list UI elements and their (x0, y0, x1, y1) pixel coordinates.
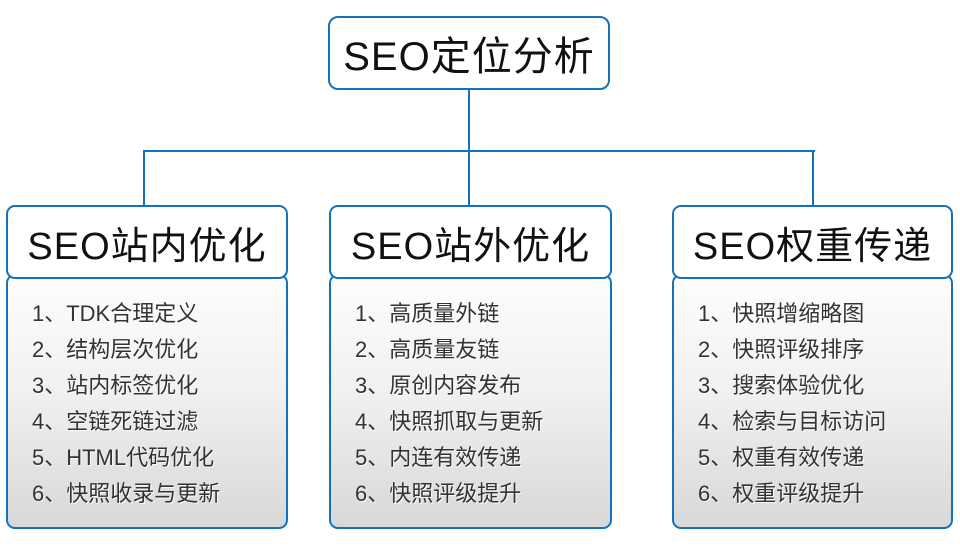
list-item: 5、内连有效传递 (355, 445, 522, 470)
connector-horizontal (143, 150, 815, 152)
list-item: 4、检索与目标访问 (698, 409, 887, 434)
list-item: 3、原创内容发布 (355, 373, 522, 398)
column-panel: 1、高质量外链 2、高质量友链 3、原创内容发布 4、快照抓取与更新 5、内连有… (329, 274, 612, 529)
column-onsite-seo: SEO站内优化 1、TDK合理定义 2、结构层次优化 3、站内标签优化 4、空链… (6, 205, 288, 529)
column-title: SEO站外优化 (350, 225, 591, 268)
list-item: 1、高质量外链 (355, 301, 500, 326)
list-item: 6、快照评级提升 (355, 481, 522, 506)
list-item: 6、权重评级提升 (698, 481, 865, 506)
list-item: 4、快照抓取与更新 (355, 409, 544, 434)
column-panel: 1、快照增缩略图 2、快照评级排序 3、搜索体验优化 4、检索与目标访问 5、权… (672, 274, 953, 529)
list-item: 5、权重有效传递 (698, 445, 865, 470)
list-item: 2、快照评级排序 (698, 337, 865, 362)
list-item: 2、结构层次优化 (32, 337, 199, 362)
column-header: SEO站内优化 (6, 205, 288, 279)
list-item: 1、快照增缩略图 (698, 301, 865, 326)
list-item: 3、搜索体验优化 (698, 373, 865, 398)
connector-root-vertical (468, 90, 470, 152)
list-item: 3、站内标签优化 (32, 373, 199, 398)
column-title: SEO站内优化 (27, 225, 267, 268)
column-title: SEO权重传递 (692, 225, 933, 268)
root-node-label: SEO定位分析 (343, 35, 595, 79)
list-item: 4、空链死链过滤 (32, 409, 199, 434)
column-weight-transfer: SEO权重传递 1、快照增缩略图 2、快照评级排序 3、搜索体验优化 4、检索与… (672, 205, 953, 529)
column-header: SEO权重传递 (672, 205, 953, 279)
connector-drop-center (468, 150, 470, 207)
connector-drop-right (812, 150, 814, 207)
list-item: 6、快照收录与更新 (32, 481, 221, 506)
list-item: 5、HTML代码优化 (32, 445, 215, 470)
column-header: SEO站外优化 (329, 205, 612, 279)
column-offsite-seo: SEO站外优化 1、高质量外链 2、高质量友链 3、原创内容发布 4、快照抓取与… (329, 205, 612, 529)
list-item: 2、高质量友链 (355, 337, 500, 362)
connector-drop-left (143, 150, 145, 207)
root-node: SEO定位分析 (328, 16, 610, 90)
column-panel: 1、TDK合理定义 2、结构层次优化 3、站内标签优化 4、空链死链过滤 5、H… (6, 274, 288, 529)
list-item: 1、TDK合理定义 (32, 301, 199, 326)
